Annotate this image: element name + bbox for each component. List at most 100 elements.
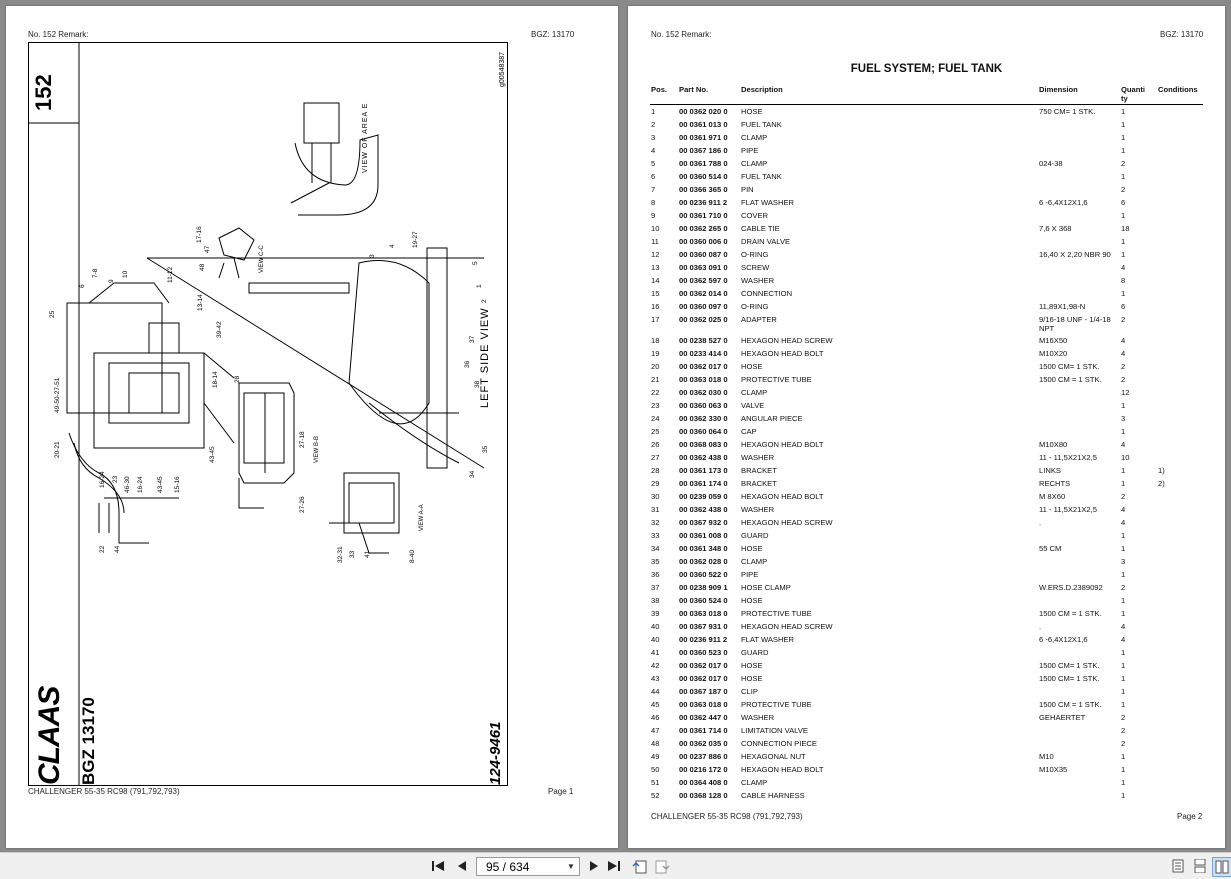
svg-text:39-42: 39-42	[216, 321, 223, 338]
row-description: FUEL TANK	[741, 120, 782, 129]
first-page-icon[interactable]	[430, 857, 446, 875]
row-part-number: 00 0362 035 0	[679, 739, 728, 748]
row-pos: 40	[651, 622, 660, 631]
parts-table: Pos. Part No. Description Dimension Quan…	[650, 84, 1203, 802]
two-page-view-icon[interactable]	[1212, 857, 1231, 877]
row-quantity: 1	[1121, 687, 1126, 696]
row-pos: 26	[651, 440, 660, 449]
row-pos: 37	[651, 583, 660, 592]
row-pos: 35	[651, 557, 660, 566]
row-pos: 17	[651, 315, 660, 324]
row-description: CLAMP	[741, 778, 768, 787]
row-description: BRACKET	[741, 466, 777, 475]
row-pos: 43	[651, 674, 660, 683]
row-quantity: 8	[1121, 276, 1126, 285]
row-pos: 7	[651, 185, 656, 194]
svg-text:9: 9	[108, 279, 115, 283]
row-part-number: 00 0360 087 0	[679, 250, 728, 259]
page-number-selector[interactable]: 95 / 634 ▼	[476, 857, 580, 876]
rotate-left-icon[interactable]	[630, 857, 648, 875]
row-part-number: 00 0363 018 0	[679, 375, 728, 384]
row-dimension: M10X35	[1039, 765, 1068, 774]
column-header-description: Description	[741, 85, 783, 94]
prev-page-icon[interactable]	[454, 857, 470, 875]
row-description: GUARD	[741, 648, 769, 657]
view-label-a-a: VIEW A-A	[419, 504, 425, 531]
next-page-icon[interactable]	[586, 857, 602, 875]
row-quantity: 1	[1121, 289, 1126, 298]
row-dimension: RECHTS	[1039, 479, 1071, 488]
row-pos: 20	[651, 362, 660, 371]
page-number-label: Page 2	[1177, 812, 1203, 821]
row-description: ADAPTER	[741, 315, 777, 324]
row-dimension: M10X20	[1039, 349, 1068, 358]
svg-text:43-45: 43-45	[209, 446, 216, 463]
svg-text:18-14: 18-14	[212, 371, 219, 388]
row-part-number: 00 0364 408 0	[679, 778, 728, 787]
row-quantity: 3	[1121, 414, 1126, 423]
row-dimension: 1500 CM= 1 STK.	[1039, 674, 1100, 683]
row-quantity: 1	[1121, 648, 1126, 657]
row-part-number: 00 0233 414 0	[679, 349, 728, 358]
rotate-right-icon[interactable]	[654, 857, 672, 875]
row-pos: 15	[651, 289, 660, 298]
svg-text:35: 35	[482, 445, 489, 453]
chevron-down-icon[interactable]: ▼	[567, 862, 575, 871]
row-pos: 2	[651, 120, 656, 129]
row-part-number: 00 0362 017 0	[679, 362, 728, 371]
row-pos: 25	[651, 427, 660, 436]
column-header-quantity: Quanti ty	[1121, 85, 1146, 103]
svg-text:3: 3	[369, 254, 376, 258]
document-number: 124-9461	[487, 721, 504, 785]
row-part-number: 00 0362 025 0	[679, 315, 728, 324]
row-part-number: 00 0366 365 0	[679, 185, 728, 194]
page-indicator[interactable]: 95 / 634	[486, 859, 530, 874]
row-pos: 45	[651, 700, 660, 709]
row-pos: 42	[651, 661, 660, 670]
row-quantity: 1	[1121, 596, 1126, 605]
table-header: Pos. Part No. Description Dimension Quan…	[650, 84, 1203, 105]
row-part-number: 00 0360 524 0	[679, 596, 728, 605]
continuous-view-icon[interactable]	[1192, 857, 1208, 875]
row-part-number: 00 0362 020 0	[679, 107, 728, 116]
row-part-number: 00 0361 971 0	[679, 133, 728, 142]
svg-text:10: 10	[122, 270, 129, 278]
row-description: HEXAGON HEAD SCREW	[741, 336, 833, 345]
row-description: VALVE	[741, 401, 765, 410]
row-pos: 32	[651, 518, 660, 527]
row-pos: 44	[651, 687, 660, 696]
row-description: HOSE	[741, 661, 763, 670]
row-part-number: 00 0216 172 0	[679, 765, 728, 774]
last-page-icon[interactable]	[606, 857, 622, 875]
svg-text:13-14: 13-14	[197, 294, 204, 311]
document-page-2: No. 152 Remark: BGZ: 13170 FUEL SYSTEM; …	[628, 6, 1225, 848]
row-description: HEXAGON HEAD BOLT	[741, 765, 824, 774]
row-description: WASHER	[741, 276, 775, 285]
svg-text:5: 5	[472, 261, 479, 265]
row-part-number: 00 0360 522 0	[679, 570, 728, 579]
row-dimension: .	[1039, 518, 1042, 527]
row-part-number: 00 0363 018 0	[679, 609, 728, 618]
row-quantity: 1	[1121, 427, 1126, 436]
row-part-number: 00 0239 059 0	[679, 492, 728, 501]
single-page-view-icon[interactable]	[1170, 857, 1186, 875]
row-description: O-RING	[741, 250, 769, 259]
row-part-number: 00 0236 911 2	[679, 198, 728, 207]
row-dimension: GEHAERTET	[1039, 713, 1086, 722]
svg-text:27-18: 27-18	[299, 431, 306, 448]
row-quantity: 2	[1121, 713, 1126, 722]
row-quantity: 4	[1121, 518, 1126, 527]
row-pos: 50	[651, 765, 660, 774]
